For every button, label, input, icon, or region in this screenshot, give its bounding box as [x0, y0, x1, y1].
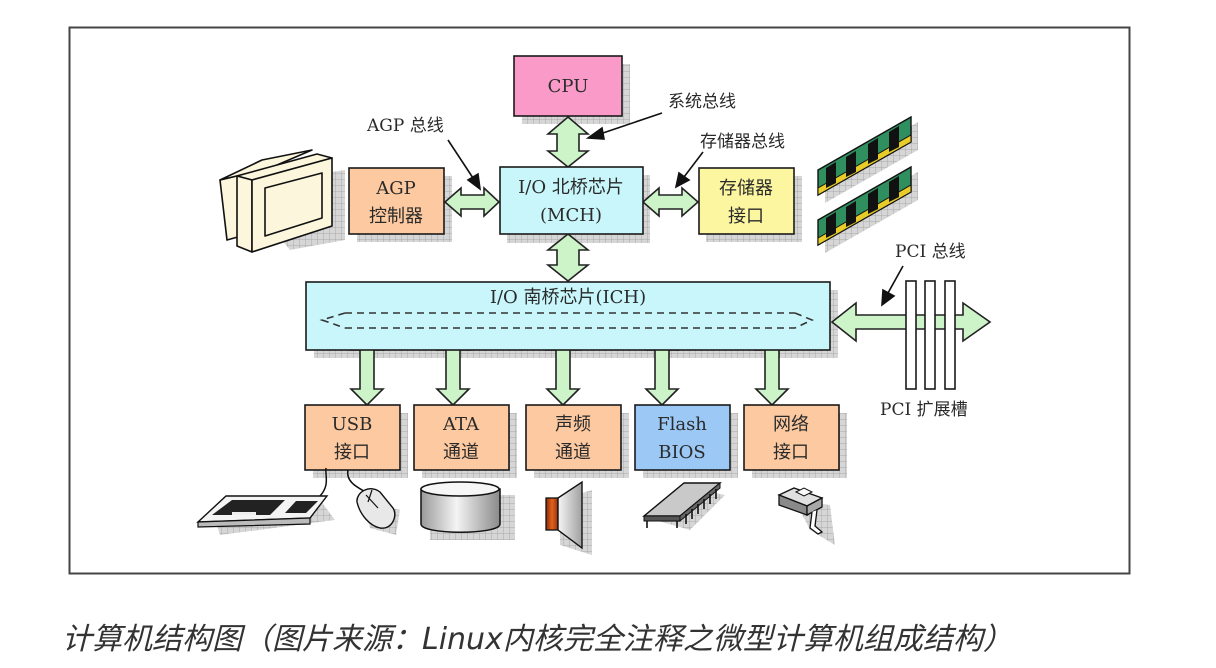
usb-box [304, 404, 401, 471]
flash-label-1: Flash [657, 414, 707, 435]
monitor-icon [219, 149, 345, 253]
ich-box [305, 281, 831, 351]
speaker-icon [545, 480, 592, 555]
agp-label-2: 控制器 [369, 206, 423, 227]
pci-slots-label: PCI 扩展槽 [880, 400, 968, 420]
memory-label-2: 接口 [728, 206, 764, 227]
pci-slots [905, 280, 956, 390]
agp-controller-box [348, 167, 445, 235]
usb-label-2: 接口 [334, 442, 370, 463]
mch-label-1: I/O 北桥芯片 [518, 177, 624, 198]
usb-label-1: USB [332, 414, 373, 435]
audio-label-1: 声频 [555, 414, 591, 435]
agp-label-1: AGP [375, 178, 416, 199]
cpu-label: CPU [548, 76, 589, 97]
ich-label: I/O 南桥芯片(ICH) [490, 287, 646, 308]
hard-disk-icon [420, 481, 515, 540]
agp-bus-arrow [443, 186, 501, 218]
cpu-box [513, 55, 623, 117]
memory-interface-box [698, 167, 795, 235]
computer-architecture-diagram: CPU I/O 北桥芯片 (MCH) AGP 控制器 存储器 接口 I/O 南桥… [68, 26, 1131, 575]
ata-label-1: ATA [442, 414, 480, 435]
memory-label-1: 存储器 [719, 178, 773, 199]
pci-bus-label: PCI 总线 [895, 242, 966, 262]
mch-box [499, 166, 644, 235]
audio-label-2: 通道 [555, 442, 591, 463]
ata-box [413, 404, 510, 471]
figure-caption: 计算机结构图（图片来源：Linux内核完全注释之微型计算机组成结构） [62, 622, 1013, 657]
flash-label-2: BIOS [658, 442, 705, 463]
network-box [743, 404, 840, 471]
system-bus-label: 系统总线 [668, 92, 736, 112]
agp-bus-label: AGP 总线 [366, 116, 444, 136]
flash-bios-box [634, 404, 731, 471]
mch-label-2: (MCH) [540, 205, 602, 226]
memory-modules-icon [817, 115, 918, 253]
network-connector-icon [777, 487, 835, 545]
audio-box [525, 404, 622, 471]
memory-bus-label: 存储器总线 [700, 132, 785, 152]
network-label-2: 接口 [773, 442, 809, 463]
keyboard-icon [196, 467, 335, 535]
ata-label-2: 通道 [443, 442, 479, 463]
memory-bus-arrow [641, 186, 700, 218]
mouse-icon [347, 469, 400, 535]
mch-ich-arrow [545, 232, 591, 283]
network-label-1: 网络 [773, 414, 809, 435]
label-pointers [447, 112, 904, 307]
bios-chip-icon [642, 481, 725, 530]
